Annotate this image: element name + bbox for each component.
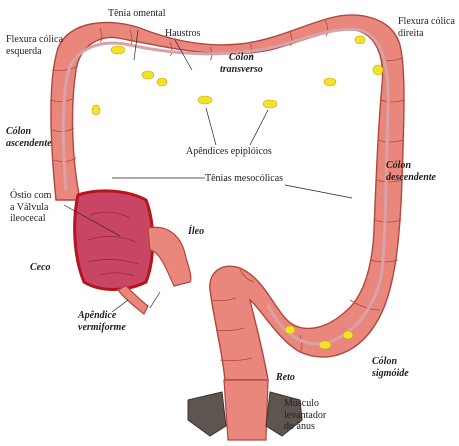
rectum <box>224 380 268 440</box>
tenia-omental-label: Tênia omental <box>108 8 165 20</box>
apendices-epiploicos-label: Apêndices epiplóicos <box>186 146 272 158</box>
haustros-label: Haustros <box>165 28 201 40</box>
ceco-label: Ceco <box>30 262 51 274</box>
ileum <box>148 227 191 286</box>
ileo-label: Íleo <box>188 226 204 238</box>
tenias-mesocolicas-label: Tênias mesocólicas <box>205 173 283 185</box>
reto-label: Reto <box>276 372 295 384</box>
cecum <box>75 191 153 290</box>
